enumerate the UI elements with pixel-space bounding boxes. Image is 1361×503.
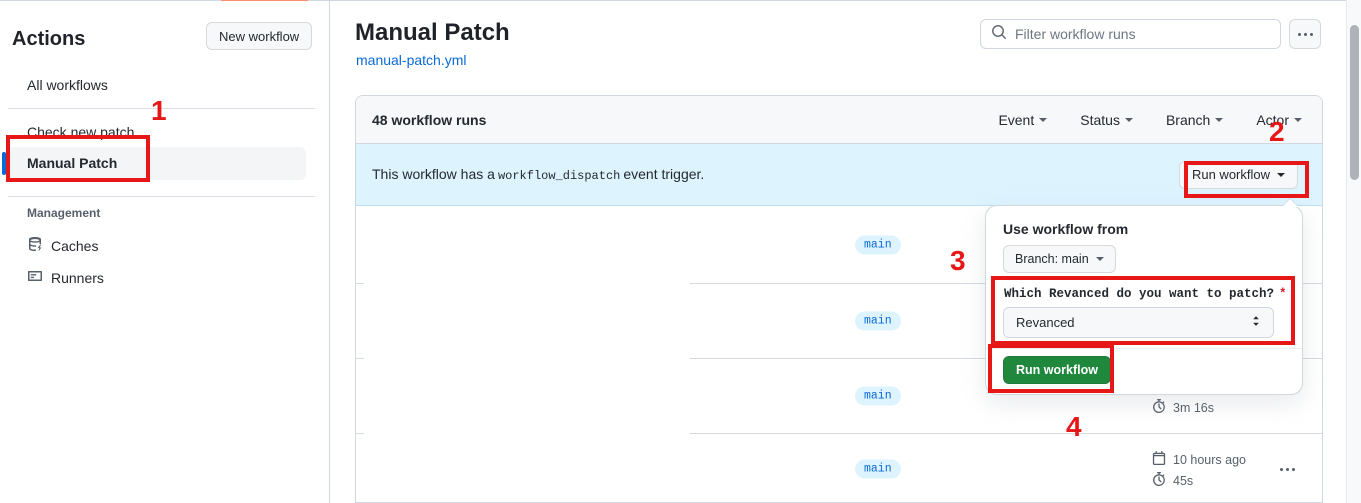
sidebar-item-runners-label: Runners <box>51 269 104 286</box>
chevron-up-down-icon <box>1249 314 1263 331</box>
workflow-input-label: Which Revanced do you want to patch?* <box>1004 287 1287 301</box>
caret-down-icon <box>1124 117 1133 122</box>
runners-icon <box>27 268 43 287</box>
workflow-file-link[interactable]: manual-patch.yml <box>356 52 467 68</box>
stopwatch-icon <box>1152 472 1166 489</box>
sidebar-item-manual-patch-label[interactable]: Manual Patch <box>27 155 118 171</box>
caret-down-icon <box>1095 257 1104 261</box>
runs-table-header: 48 workflow runs Event Status Branch Act… <box>356 96 1322 144</box>
run-kebab-button[interactable] <box>1274 456 1300 482</box>
scrollbar-thumb[interactable] <box>1350 25 1359 180</box>
sidebar-divider <box>8 196 315 197</box>
sidebar-item-caches[interactable]: Caches <box>27 236 98 255</box>
sidebar-item-all-workflows[interactable]: All workflows <box>27 77 108 93</box>
sidebar-item-caches-label: Caches <box>51 237 99 254</box>
filter-workflow-runs-box[interactable] <box>980 19 1281 49</box>
branch-badge[interactable]: main <box>855 311 901 331</box>
run-workflow-panel: Use workflow from Branch: main Which Rev… <box>985 198 1303 395</box>
run-meta: 10 hours ago 45s <box>1152 449 1246 491</box>
sidebar-item-manual-patch[interactable] <box>8 147 306 180</box>
kebab-icon <box>1279 467 1295 471</box>
run-duration: 3m 16s <box>1173 400 1214 415</box>
kebab-icon <box>1297 32 1313 36</box>
run-workflow-submit-button[interactable]: Run workflow <box>1003 356 1111 384</box>
branch-badge[interactable]: main <box>855 459 901 478</box>
filter-event[interactable]: Event <box>998 112 1048 128</box>
required-marker: * <box>1279 287 1287 301</box>
calendar-icon <box>1152 451 1166 468</box>
run-meta: 3m 16s <box>1152 397 1214 418</box>
filter-branch[interactable]: Branch <box>1166 112 1224 128</box>
revanced-select[interactable]: Revanced <box>1003 307 1274 338</box>
redacted-run-names-area <box>364 206 690 502</box>
new-workflow-button[interactable]: New workflow <box>206 22 313 50</box>
caret-down-icon <box>1277 172 1285 177</box>
branch-selector-button[interactable]: Branch: main <box>1003 245 1116 273</box>
workflow-run-row: main 3m 16s <box>356 359 1322 434</box>
stopwatch-icon <box>1152 399 1166 416</box>
sidebar-title: Actions <box>12 28 86 50</box>
top-border <box>0 0 1361 1</box>
panel-caret <box>1282 199 1298 207</box>
caret-down-icon <box>1039 117 1048 122</box>
caret-down-icon <box>1215 117 1224 122</box>
filter-actor[interactable]: Actor <box>1256 112 1302 128</box>
caret-down-icon <box>1294 117 1302 122</box>
sidebar-item-check-new-patch[interactable]: Check new patch <box>27 124 135 140</box>
search-icon <box>991 24 1007 45</box>
workflow-run-row: main <box>356 206 1322 284</box>
workflow-run-row: main 10 hours ago 45s <box>356 434 1322 502</box>
run-duration: 45s <box>1173 473 1194 488</box>
page-title: Manual Patch <box>355 19 510 46</box>
actions-sidebar: Actions New workflow All workflows Check… <box>0 1 330 503</box>
panel-divider <box>986 348 1302 349</box>
runs-count: 48 workflow runs <box>372 111 487 128</box>
page-kebab-button[interactable] <box>1289 19 1321 49</box>
runs-filters: Event Status Branch Actor <box>998 112 1302 128</box>
branch-badge[interactable]: main <box>855 235 901 254</box>
filter-workflow-runs-input[interactable] <box>1015 26 1272 42</box>
filter-status[interactable]: Status <box>1080 112 1133 128</box>
cache-icon <box>27 236 43 255</box>
panel-heading: Use workflow from <box>1003 221 1129 237</box>
management-section-heading: Management <box>27 206 101 220</box>
sidebar-item-runners[interactable]: Runners <box>27 268 104 287</box>
workflow-dispatch-code: workflow_dispatch <box>497 169 621 183</box>
branch-badge[interactable]: main <box>855 386 901 406</box>
sidebar-divider <box>8 108 315 109</box>
run-started-time: 10 hours ago <box>1173 452 1246 467</box>
workflow-run-row: main <box>356 284 1322 359</box>
run-workflow-dropdown-button[interactable]: Run workflow <box>1178 160 1298 189</box>
scrollbar-track <box>1346 0 1361 503</box>
selected-accent-bar <box>2 152 6 175</box>
revanced-select-value: Revanced <box>1016 315 1075 330</box>
